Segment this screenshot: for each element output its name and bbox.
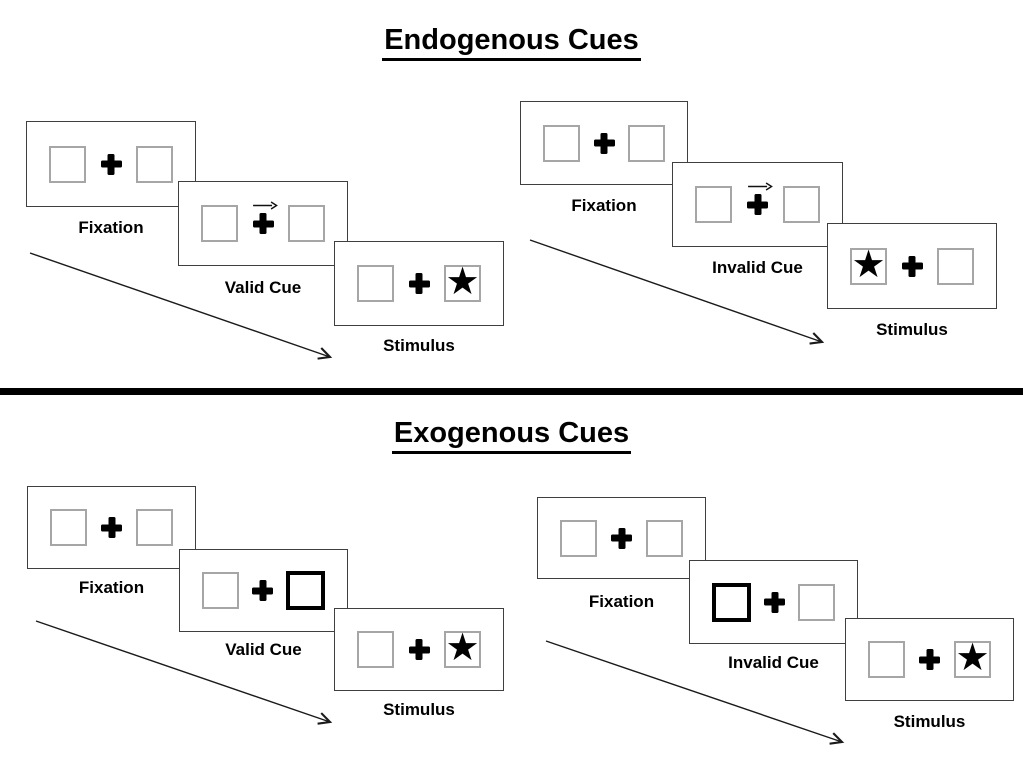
exogenous-valid-stimulus-panel: ★ — [334, 608, 504, 691]
endogenous-invalid-fixation-panel — [520, 101, 688, 185]
exogenous-valid-fixation-panel — [27, 486, 196, 569]
plus-icon — [611, 528, 632, 549]
exogenous-valid-fixation-label: Fixation — [78, 578, 145, 597]
left-box — [357, 265, 394, 302]
timeline-arrow-exogenous-invalid — [545, 640, 845, 745]
cue-arrow-icon — [253, 201, 278, 210]
fixation-cross — [919, 649, 940, 670]
plus-icon — [409, 639, 430, 660]
endogenous-valid-stimulus-label: Stimulus — [383, 336, 455, 355]
left-box — [543, 124, 580, 162]
right-box — [288, 205, 325, 242]
fixation-cross — [409, 639, 430, 660]
endogenous-section-title: Endogenous Cues — [0, 24, 1023, 61]
plus-icon — [902, 256, 923, 277]
fixation-cross — [594, 133, 615, 154]
plus-icon — [764, 592, 785, 613]
exogenous-invalid-fixation-panel — [537, 497, 706, 579]
plus-icon — [101, 517, 122, 538]
right-box-with-star: ★ — [954, 637, 991, 679]
fixation-cross — [253, 201, 278, 234]
endogenous-valid-fixation-label: Fixation — [78, 218, 144, 237]
fixation-cross — [611, 528, 632, 549]
exogenous-title-text: Exogenous Cues — [391, 417, 632, 454]
left-box — [695, 186, 732, 223]
left-box — [50, 509, 87, 546]
timeline-arrow-endogenous-invalid — [529, 239, 825, 345]
exogenous-invalid-cue-label: Invalid Cue — [728, 653, 819, 672]
plus-icon — [747, 194, 768, 215]
exogenous-valid-cue-panel — [179, 549, 348, 632]
exogenous-invalid-fixation-label: Fixation — [588, 592, 655, 611]
fixation-cross — [101, 517, 122, 538]
endogenous-invalid-stimulus-label: Stimulus — [876, 320, 948, 339]
endogenous-valid-stimulus-panel: ★ — [334, 241, 504, 326]
timeline-arrow-endogenous-valid — [29, 252, 333, 360]
exogenous-invalid-stimulus-panel: ★ — [845, 618, 1014, 701]
plus-icon — [252, 580, 273, 601]
timeline-arrow-exogenous-valid — [35, 620, 333, 725]
fixation-cross — [764, 592, 785, 613]
left-box — [868, 641, 905, 678]
endogenous-invalid-stimulus-panel: ★ — [827, 223, 997, 309]
right-box — [646, 519, 683, 557]
exogenous-valid-cue-label: Valid Cue — [225, 640, 302, 659]
right-box-with-star: ★ — [444, 627, 481, 669]
left-box-with-star: ★ — [850, 243, 887, 286]
plus-icon — [594, 133, 615, 154]
endogenous-invalid-fixation-label: Fixation — [571, 196, 637, 215]
star-icon: ★ — [445, 261, 480, 303]
plus-icon — [409, 273, 430, 294]
plus-icon — [101, 154, 122, 175]
endogenous-valid-cue-panel — [178, 181, 348, 266]
endogenous-invalid-cue-panel — [672, 162, 843, 247]
plus-icon — [919, 649, 940, 670]
right-box — [783, 186, 820, 223]
right-box — [136, 509, 173, 546]
right-box-highlighted — [286, 571, 325, 610]
endogenous-title-text: Endogenous Cues — [382, 24, 641, 61]
plus-icon — [253, 213, 274, 234]
fixation-cross — [252, 580, 273, 601]
endogenous-valid-fixation-panel — [26, 121, 196, 207]
exogenous-valid-stimulus-label: Stimulus — [383, 700, 455, 719]
star-icon: ★ — [851, 243, 886, 286]
right-box — [628, 124, 665, 162]
endogenous-invalid-cue-label: Invalid Cue — [712, 258, 803, 277]
right-box — [136, 145, 173, 183]
left-box — [202, 572, 239, 609]
left-box — [201, 205, 238, 242]
star-icon: ★ — [445, 627, 480, 669]
fixation-cross — [747, 182, 773, 215]
fixation-cross — [902, 256, 923, 277]
left-box — [49, 145, 86, 183]
star-icon: ★ — [955, 637, 990, 679]
right-box — [798, 583, 835, 621]
right-box — [937, 247, 974, 285]
left-box-highlighted — [712, 582, 751, 622]
left-box — [560, 519, 597, 557]
exogenous-invalid-stimulus-label: Stimulus — [893, 712, 966, 731]
left-box — [357, 631, 394, 668]
cue-arrow-icon — [747, 182, 773, 191]
right-box-with-star: ★ — [444, 261, 481, 303]
exogenous-invalid-cue-panel — [689, 560, 858, 644]
fixation-cross — [101, 154, 122, 175]
section-divider — [0, 388, 1023, 395]
fixation-cross — [409, 273, 430, 294]
exogenous-section-title: Exogenous Cues — [0, 417, 1023, 454]
endogenous-valid-cue-label: Valid Cue — [224, 278, 302, 297]
